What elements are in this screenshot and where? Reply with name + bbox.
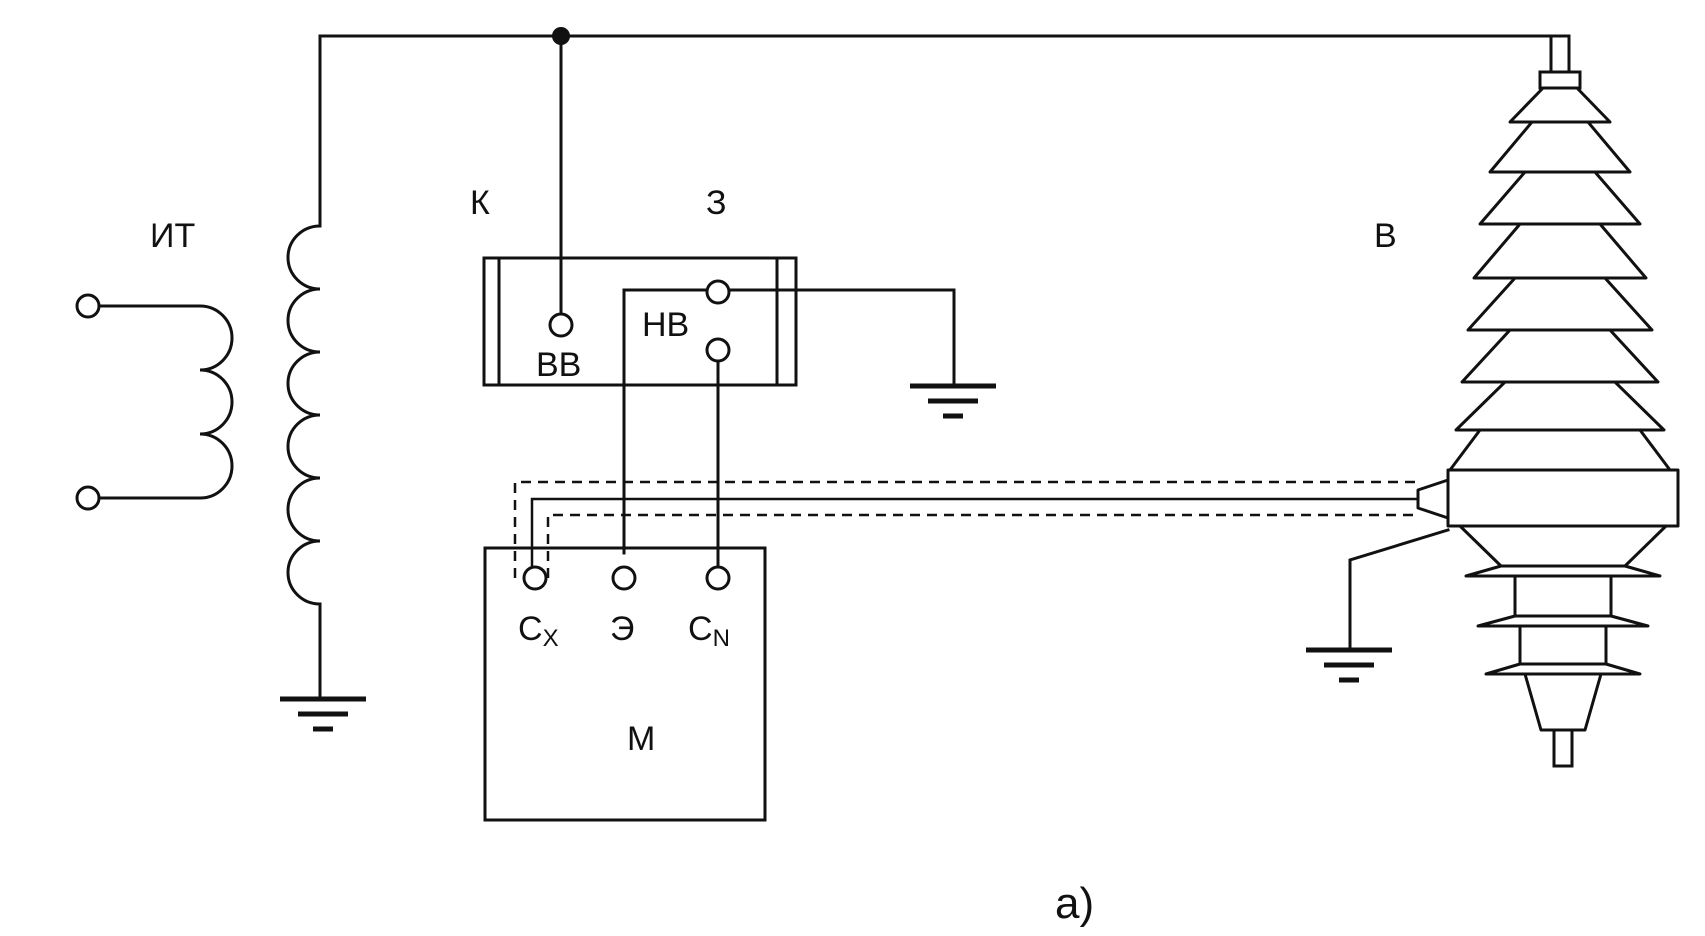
hv-terminal-label: ВВ bbox=[536, 346, 581, 384]
capacitor-ground-symbol bbox=[910, 383, 996, 419]
cn-label: CN bbox=[688, 610, 730, 652]
cn-capacitor-terminal bbox=[705, 337, 731, 363]
transformer-label: ИТ bbox=[150, 217, 195, 255]
meter-label: М bbox=[627, 720, 655, 758]
lv-ground-wire bbox=[727, 288, 956, 386]
bushing-label: В bbox=[1374, 217, 1397, 255]
transformer-primary-coil bbox=[98, 304, 234, 500]
lv-terminal-circle bbox=[705, 279, 731, 305]
screen-terminal-label: Э bbox=[610, 610, 634, 648]
bushing-insulator bbox=[1416, 34, 1680, 768]
cx-letter: C bbox=[518, 610, 543, 648]
meter-box bbox=[483, 546, 767, 822]
capacitor-label: К bbox=[470, 184, 490, 222]
transformer-ground-symbol bbox=[280, 696, 366, 732]
cx-terminal-circle bbox=[522, 565, 548, 591]
screen-label: З bbox=[706, 184, 727, 222]
bushing-ground-wire bbox=[1348, 528, 1450, 650]
lv-terminal-label: НВ bbox=[642, 306, 689, 344]
figure-caption: а) bbox=[1055, 879, 1094, 928]
hv-terminal-circle bbox=[548, 312, 574, 338]
primary-terminal-bottom bbox=[75, 485, 101, 511]
cn-subscript: N bbox=[713, 625, 730, 652]
cx-subscript: X bbox=[543, 625, 559, 652]
cn-letter: C bbox=[688, 610, 713, 648]
bushing-ground-symbol bbox=[1306, 647, 1392, 683]
primary-terminal-top bbox=[75, 293, 101, 319]
shielded-cable bbox=[513, 480, 1418, 578]
cx-label: CX bbox=[518, 610, 559, 652]
standard-capacitor-box bbox=[482, 256, 798, 387]
transformer-secondary-coil bbox=[286, 34, 322, 699]
cn-terminal-circle bbox=[705, 565, 731, 591]
screen-terminal-circle bbox=[611, 565, 637, 591]
